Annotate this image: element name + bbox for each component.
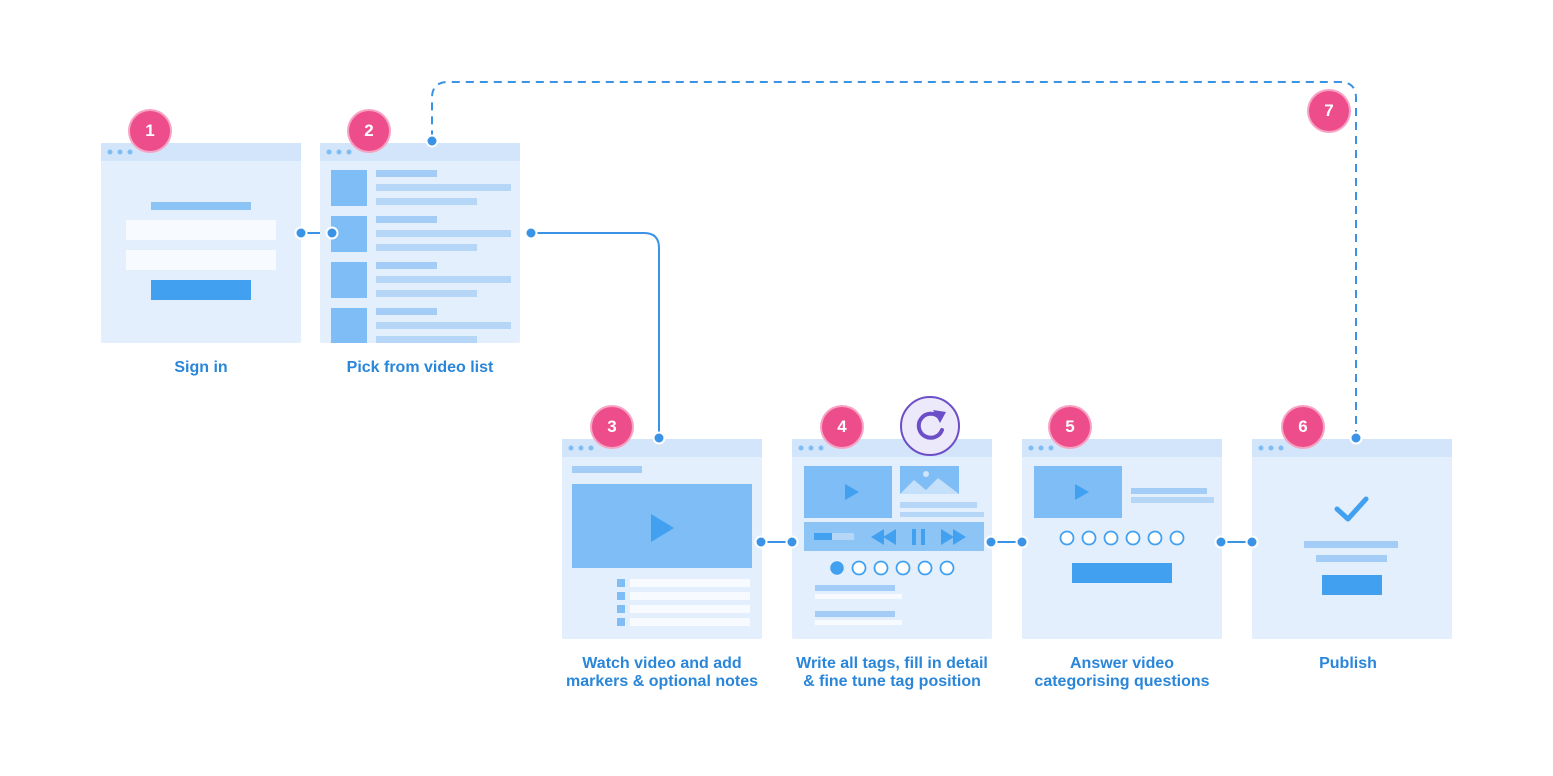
connector-endpoints [294, 134, 1363, 549]
progress-fill [814, 533, 832, 540]
step-badge-2: 2 [349, 111, 389, 151]
step-label-watch-video: Watch video and add markers & optional n… [542, 655, 782, 691]
window-dots [326, 149, 352, 155]
checkmark-icon [1334, 496, 1369, 522]
play-icon [845, 484, 859, 500]
rewind-icon [871, 529, 896, 545]
play-icon [651, 514, 674, 542]
step-badge-4: 4 [822, 407, 862, 447]
video-thumb [331, 262, 367, 298]
tag-dots [830, 560, 955, 576]
step-badge-7: 7 [1309, 91, 1349, 131]
connector-2-3 [531, 232, 660, 438]
password-field [126, 250, 276, 270]
marker-list [617, 579, 750, 626]
answer-options [1059, 530, 1185, 546]
label-line: Answer video [1069, 655, 1175, 672]
video-list-items [331, 170, 511, 343]
refresh-icon [900, 396, 960, 456]
username-field [126, 220, 276, 240]
step-label-publish: Publish [1319, 655, 1377, 672]
publish-button [1322, 575, 1382, 595]
progress-track [814, 533, 854, 540]
play-icon [1075, 484, 1089, 500]
label-line: & fine tune tag position [803, 673, 981, 690]
step-badge-6: 6 [1283, 407, 1323, 447]
sign-in-button [151, 280, 251, 300]
step-label-write-tags: Write all tags, fill in detail & fine tu… [772, 655, 1012, 691]
image-icon [900, 466, 959, 494]
screen-sign-in [101, 143, 301, 343]
label-line: Watch video and add [582, 655, 742, 672]
step-badge-3: 3 [592, 407, 632, 447]
screen-questions [1022, 439, 1222, 639]
step-label-questions: Answer video categorising questions [1002, 655, 1242, 691]
step-label-pick-video: Pick from video list [346, 359, 494, 376]
window-dots [798, 445, 824, 451]
screen-write-tags [792, 439, 992, 639]
fast-forward-icon [941, 529, 966, 545]
step-badge-1: 1 [130, 111, 170, 151]
window-dots [1258, 445, 1284, 451]
pause-icon [912, 529, 925, 545]
screen-video-list [320, 143, 520, 343]
label-line: markers & optional notes [565, 673, 759, 690]
screen-watch-video [562, 439, 762, 639]
step-label-sign-in: Sign in [174, 359, 228, 376]
window-dots [107, 149, 133, 155]
video-thumb [331, 170, 367, 206]
window-dots [1028, 445, 1054, 451]
window-dots [568, 445, 594, 451]
screen-publish [1252, 439, 1452, 639]
label-line: categorising questions [1034, 673, 1210, 690]
submit-button [1072, 563, 1172, 583]
connector-6-2-loop [431, 81, 1357, 438]
login-title-bar [151, 202, 251, 210]
step-badge-5: 5 [1050, 407, 1090, 447]
label-line: Write all tags, fill in detail [796, 655, 988, 672]
video-thumb [331, 308, 367, 343]
